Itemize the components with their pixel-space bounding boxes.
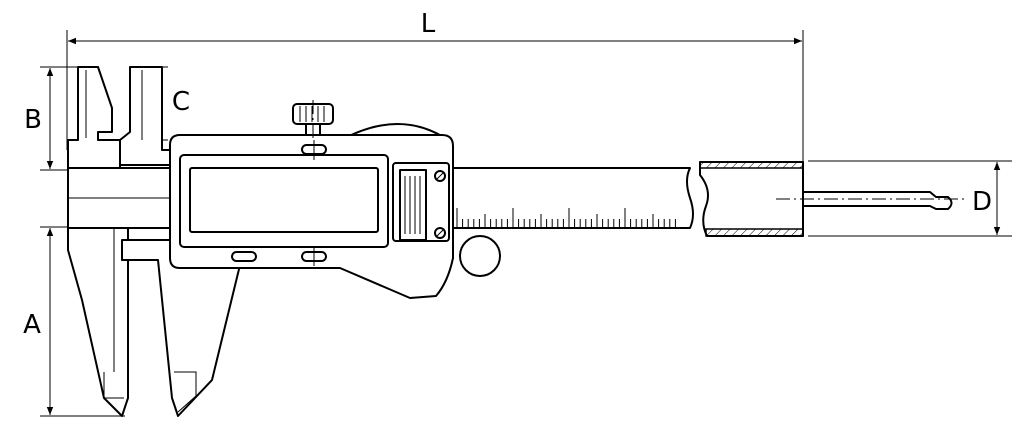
dimension-label-b: B — [24, 105, 42, 135]
dimension-label-l: L — [421, 9, 436, 39]
left-button[interactable] — [231, 251, 257, 262]
dimension-d: D — [808, 160, 1012, 237]
depth-rod — [776, 191, 966, 210]
dimension-label-c: C — [172, 87, 190, 117]
dimension-a: A — [23, 226, 125, 417]
scale-graduations — [456, 208, 676, 228]
dimension-l: L — [66, 9, 804, 165]
thumb-roller[interactable] — [459, 235, 501, 277]
slider-housing — [169, 123, 454, 299]
dimension-label-a: A — [23, 310, 41, 340]
dimension-label-d: D — [972, 187, 992, 217]
fixed-jaw — [67, 66, 129, 417]
